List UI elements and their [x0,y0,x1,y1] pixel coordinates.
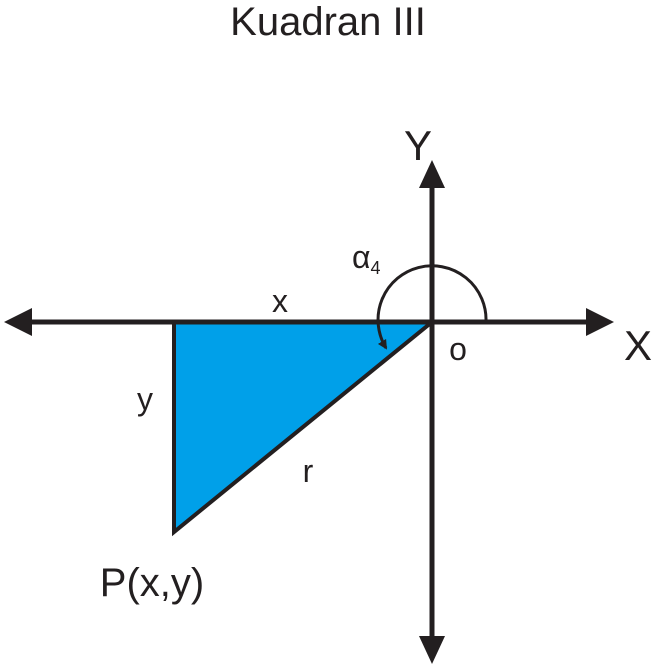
point-label: P(x,y) [100,561,204,605]
x-axis-right-arrowhead [586,308,614,336]
x-axis-left-arrowhead [4,308,32,336]
diagram-title: Kuadran III [230,0,426,44]
reference-triangle [172,320,438,537]
side-y-label: y [137,381,153,417]
x-axis-label: X [624,322,652,369]
angle-symbol: α [352,239,371,275]
origin-label: o [449,331,467,367]
y-axis-down-arrowhead [419,636,445,664]
angle-subscript: 4 [371,258,381,278]
hypotenuse-label: r [303,453,314,489]
angle-label: α4 [352,239,381,278]
side-x-label: x [272,283,288,319]
angle-arc [376,264,488,350]
y-axis-label: Y [404,122,432,169]
y-axis-up-arrowhead [419,160,445,188]
